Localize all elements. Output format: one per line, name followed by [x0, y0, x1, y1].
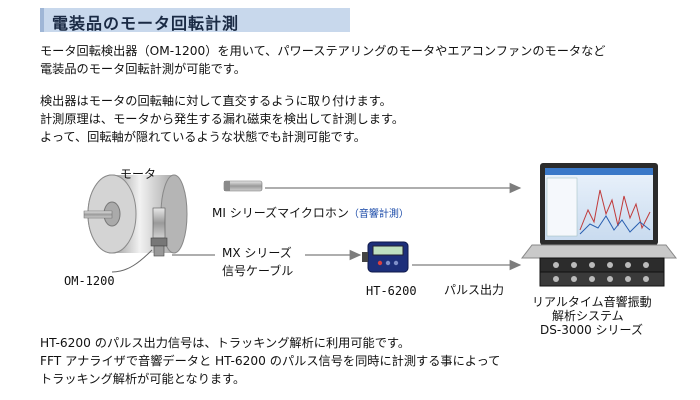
microphone-illustration: [223, 180, 263, 192]
principle-line-3: よって、回転軸が隠れているような状態でも計測可能です。: [40, 130, 366, 144]
mic-series-label: MI シリーズマイクロホン: [212, 206, 349, 220]
system-label-3: DS-3000 シリーズ: [540, 323, 643, 337]
motor-illustration: [83, 174, 188, 254]
title-bar: [40, 8, 350, 32]
cable-label-1: MX シリーズ: [222, 246, 292, 260]
ds3000-hardware: [539, 257, 665, 287]
ht6200-label: HT-6200: [366, 284, 417, 298]
footer-line-1: HT-6200 のパルス出力信号は、トラッキング解析に利用可能です。: [40, 336, 411, 350]
mic-label: MI シリーズマイクロホン（音響計測）: [212, 204, 409, 221]
mic-note-label: （音響計測）: [348, 209, 409, 220]
page-title: 電装品のモータ回転計測: [52, 14, 240, 33]
pulse-output-label: パルス出力: [444, 283, 505, 297]
principle-line-1: 検出器はモータの回転軸に対して直交するように取り付けます。: [40, 94, 392, 108]
system-label-1: リアルタイム音響振動: [532, 295, 652, 309]
intro-line-1: モータ回転検出器（OM-1200）を用いて、パワーステアリングのモータやエアコン…: [40, 44, 606, 58]
footer-line-3: トラッキング解析が可能となります。: [40, 372, 246, 386]
motor-label: モータ: [120, 167, 157, 181]
system-label-2: 解析システム: [552, 309, 624, 323]
laptop-illustration: [520, 163, 678, 259]
principle-line-2: 計測原理は、モータから発生する漏れ磁束を検出して計測します。: [40, 112, 405, 126]
footer-line-2: FFT アナライザで音響データと HT-6200 のパルス信号を同時に計測する事…: [40, 354, 501, 368]
ht6200-device: [362, 241, 409, 273]
intro-line-2: 電装品のモータ回転計測が可能です。: [40, 62, 246, 76]
om1200-label: OM-1200: [64, 274, 115, 288]
cable-label-2: 信号ケーブル: [222, 264, 294, 278]
om1200-sensor: [150, 207, 168, 257]
